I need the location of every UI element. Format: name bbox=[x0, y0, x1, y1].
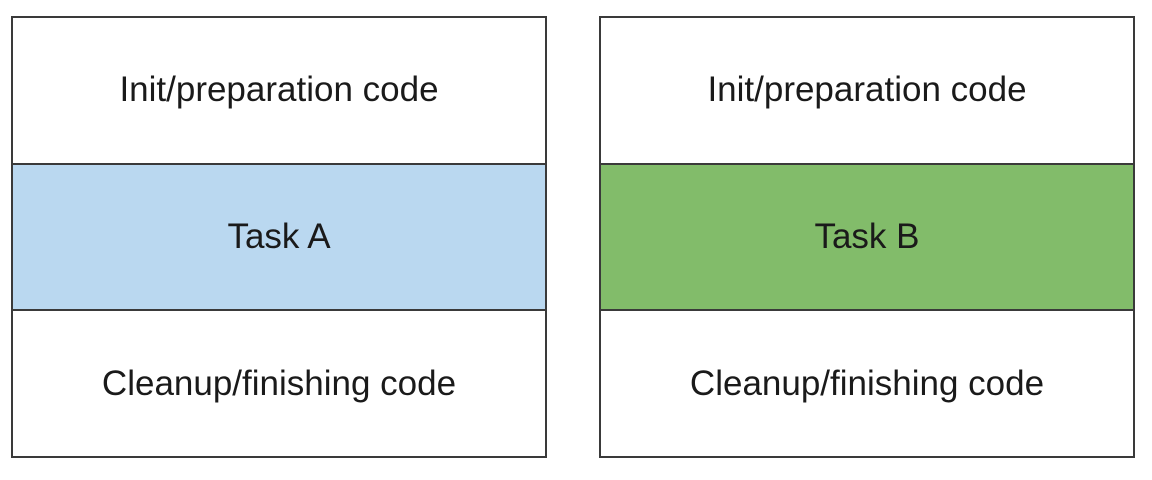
left-cleanup-block: Cleanup/finishing code bbox=[13, 309, 545, 457]
left-stack: Init/preparation code Task A Cleanup/fin… bbox=[11, 16, 547, 458]
left-init-block: Init/preparation code bbox=[13, 18, 545, 163]
task-b-label: Task B bbox=[814, 217, 920, 256]
right-cleanup-block: Cleanup/finishing code bbox=[601, 309, 1133, 457]
right-stack: Init/preparation code Task B Cleanup/fin… bbox=[599, 16, 1135, 458]
task-b-block: Task B bbox=[601, 162, 1133, 310]
left-init-label: Init/preparation code bbox=[119, 70, 439, 110]
task-a-block: Task A bbox=[13, 162, 545, 310]
task-a-label: Task A bbox=[227, 217, 331, 256]
right-init-label: Init/preparation code bbox=[707, 70, 1027, 110]
left-cleanup-label: Cleanup/finishing code bbox=[101, 363, 457, 403]
right-cleanup-label: Cleanup/finishing code bbox=[689, 363, 1045, 403]
right-init-block: Init/preparation code bbox=[601, 18, 1133, 163]
